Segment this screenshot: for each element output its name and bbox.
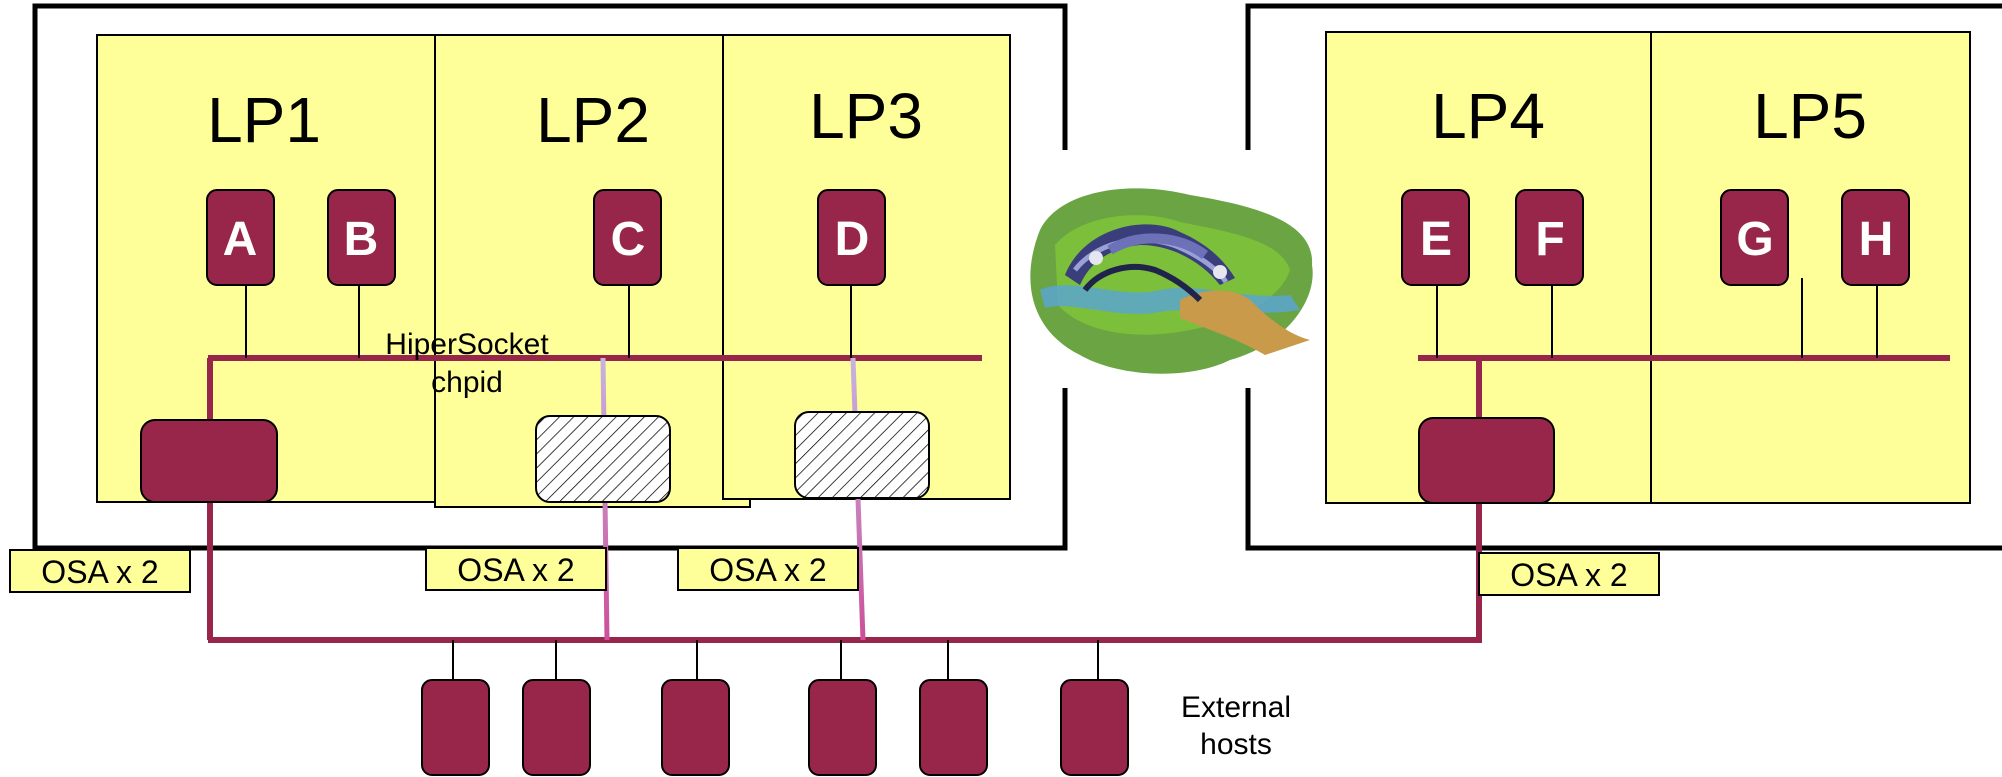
hipersocket-label-line1: HiperSocket [385,328,549,361]
partition-lp3-label: LP3 [809,80,923,152]
external-hosts-label-line1: External [1181,691,1291,724]
osa-label-1: OSA x 2 [41,554,158,590]
node-c: C [593,189,662,286]
node-c-label: C [611,213,646,266]
external-host-6 [1060,679,1129,776]
node-h-label: H [1859,213,1894,266]
node-g: G [1720,189,1789,286]
osa-label-3: OSA x 2 [709,552,826,588]
hipersocket-label-line2: chpid [431,366,503,399]
node-g-label: G [1736,213,1773,266]
external-host-2 [522,679,591,776]
external-hosts-label-line2: hosts [1200,728,1272,761]
node-d-label: D [835,213,870,266]
partition-lp1-label: LP1 [207,84,321,156]
osa-adapter-lp2 [535,415,671,503]
node-b-label: B [344,213,379,266]
osa-adapter-lp1 [140,419,278,503]
node-b: B [327,189,396,286]
osa-adapter-lp4 [1418,417,1555,504]
node-a-label: A [223,213,258,266]
bridge-icon [1030,188,1313,374]
node-d: D [817,189,886,286]
node-h: H [1841,189,1910,286]
cec-frame-right [1245,3,2002,551]
external-host-3 [661,679,730,776]
node-a: A [206,189,275,286]
osa-label-box-1: OSA x 2 [9,549,191,593]
partition-lp5-box [1650,31,1971,504]
node-e: E [1401,189,1470,286]
node-f-label: F [1535,213,1564,266]
partition-lp4-label: LP4 [1431,80,1545,152]
osa-label-4: OSA x 2 [1510,557,1627,593]
external-host-1 [421,679,490,776]
node-f: F [1515,189,1584,286]
osa-adapter-lp3 [794,411,930,499]
osa-label-box-3: OSA x 2 [677,547,859,591]
osa-label-box-2: OSA x 2 [425,547,607,591]
node-connectors [245,278,1878,680]
external-host-4 [808,679,877,776]
osa-label-box-4: OSA x 2 [1478,552,1660,596]
external-host-5 [919,679,988,776]
osa-label-2: OSA x 2 [457,552,574,588]
partition-lp2-label: LP2 [536,84,650,156]
node-e-label: E [1420,213,1452,266]
partition-lp5-label: LP5 [1753,80,1867,152]
cec-frame-left [32,3,1068,551]
